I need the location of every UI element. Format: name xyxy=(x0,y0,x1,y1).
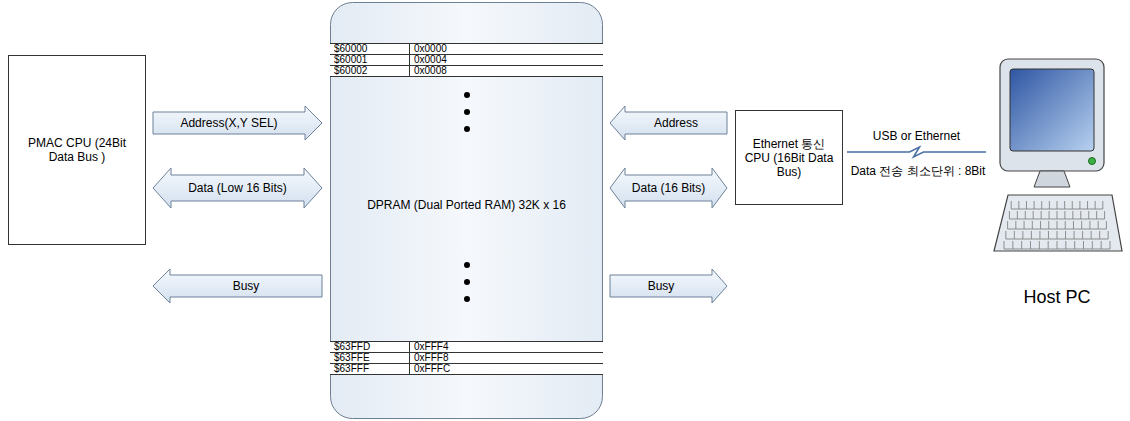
bus-arrow xyxy=(610,168,727,208)
bus-arrow xyxy=(153,269,322,303)
pmac-address: $60002 xyxy=(330,66,410,76)
memory-row: $63FFF0xFFFC xyxy=(330,363,603,375)
memory-label: DPRAM (Dual Ported RAM) 32K x 16 xyxy=(330,198,603,212)
link-connector xyxy=(847,147,986,157)
cpu-box: Ethernet 통신 CPU (16Bit Data Bus) xyxy=(735,110,843,205)
pmac-address: $60001 xyxy=(330,55,410,65)
bus-arrow xyxy=(610,269,727,303)
bus-label: Data (16 Bits) xyxy=(632,180,705,196)
bus-arrow xyxy=(610,106,727,140)
bus-label: Data (Low 16 Bits) xyxy=(188,180,287,196)
bus-label: Address(X,Y SEL) xyxy=(180,115,277,131)
byte-offset: 0x0008 xyxy=(410,66,447,76)
pmac-address: $63FFF xyxy=(330,364,410,374)
bus-label: Busy xyxy=(648,278,675,294)
cpu-box: PMAC CPU (24Bit Data Bus ) xyxy=(8,55,146,245)
box-label: PMAC CPU (24Bit Data Bus ) xyxy=(15,136,139,164)
host-pc: Host PC xyxy=(988,55,1126,317)
pmac-address: $60000 xyxy=(330,44,410,54)
device-name: Host PC xyxy=(988,287,1126,307)
byte-offset: 0xFFF8 xyxy=(410,353,448,363)
box-label: Ethernet 통신 CPU (16Bit Data Bus) xyxy=(742,137,836,179)
edge-label: USB or Ethernet xyxy=(873,128,960,144)
computer-icon xyxy=(988,55,1126,270)
byte-offset: 0xFFF4 xyxy=(410,342,448,352)
bus-label: Busy xyxy=(233,278,260,294)
bus-label: Address xyxy=(654,115,698,131)
byte-offset: 0xFFFC xyxy=(410,364,450,374)
byte-offset: 0x0004 xyxy=(410,55,447,65)
memory-row: $600020x0008 xyxy=(330,65,603,77)
bus-arrow xyxy=(153,106,322,140)
bus-arrow xyxy=(153,168,322,208)
pmac-address: $63FFE xyxy=(330,353,410,363)
pmac-address: $63FFD xyxy=(330,342,410,352)
dpram-block: DPRAM (Dual Ported RAM) 32K x 16$600000x… xyxy=(330,2,603,419)
note-text: Data 전송 최소단위 : 8Bit xyxy=(851,164,986,178)
byte-offset: 0x0000 xyxy=(410,44,447,54)
